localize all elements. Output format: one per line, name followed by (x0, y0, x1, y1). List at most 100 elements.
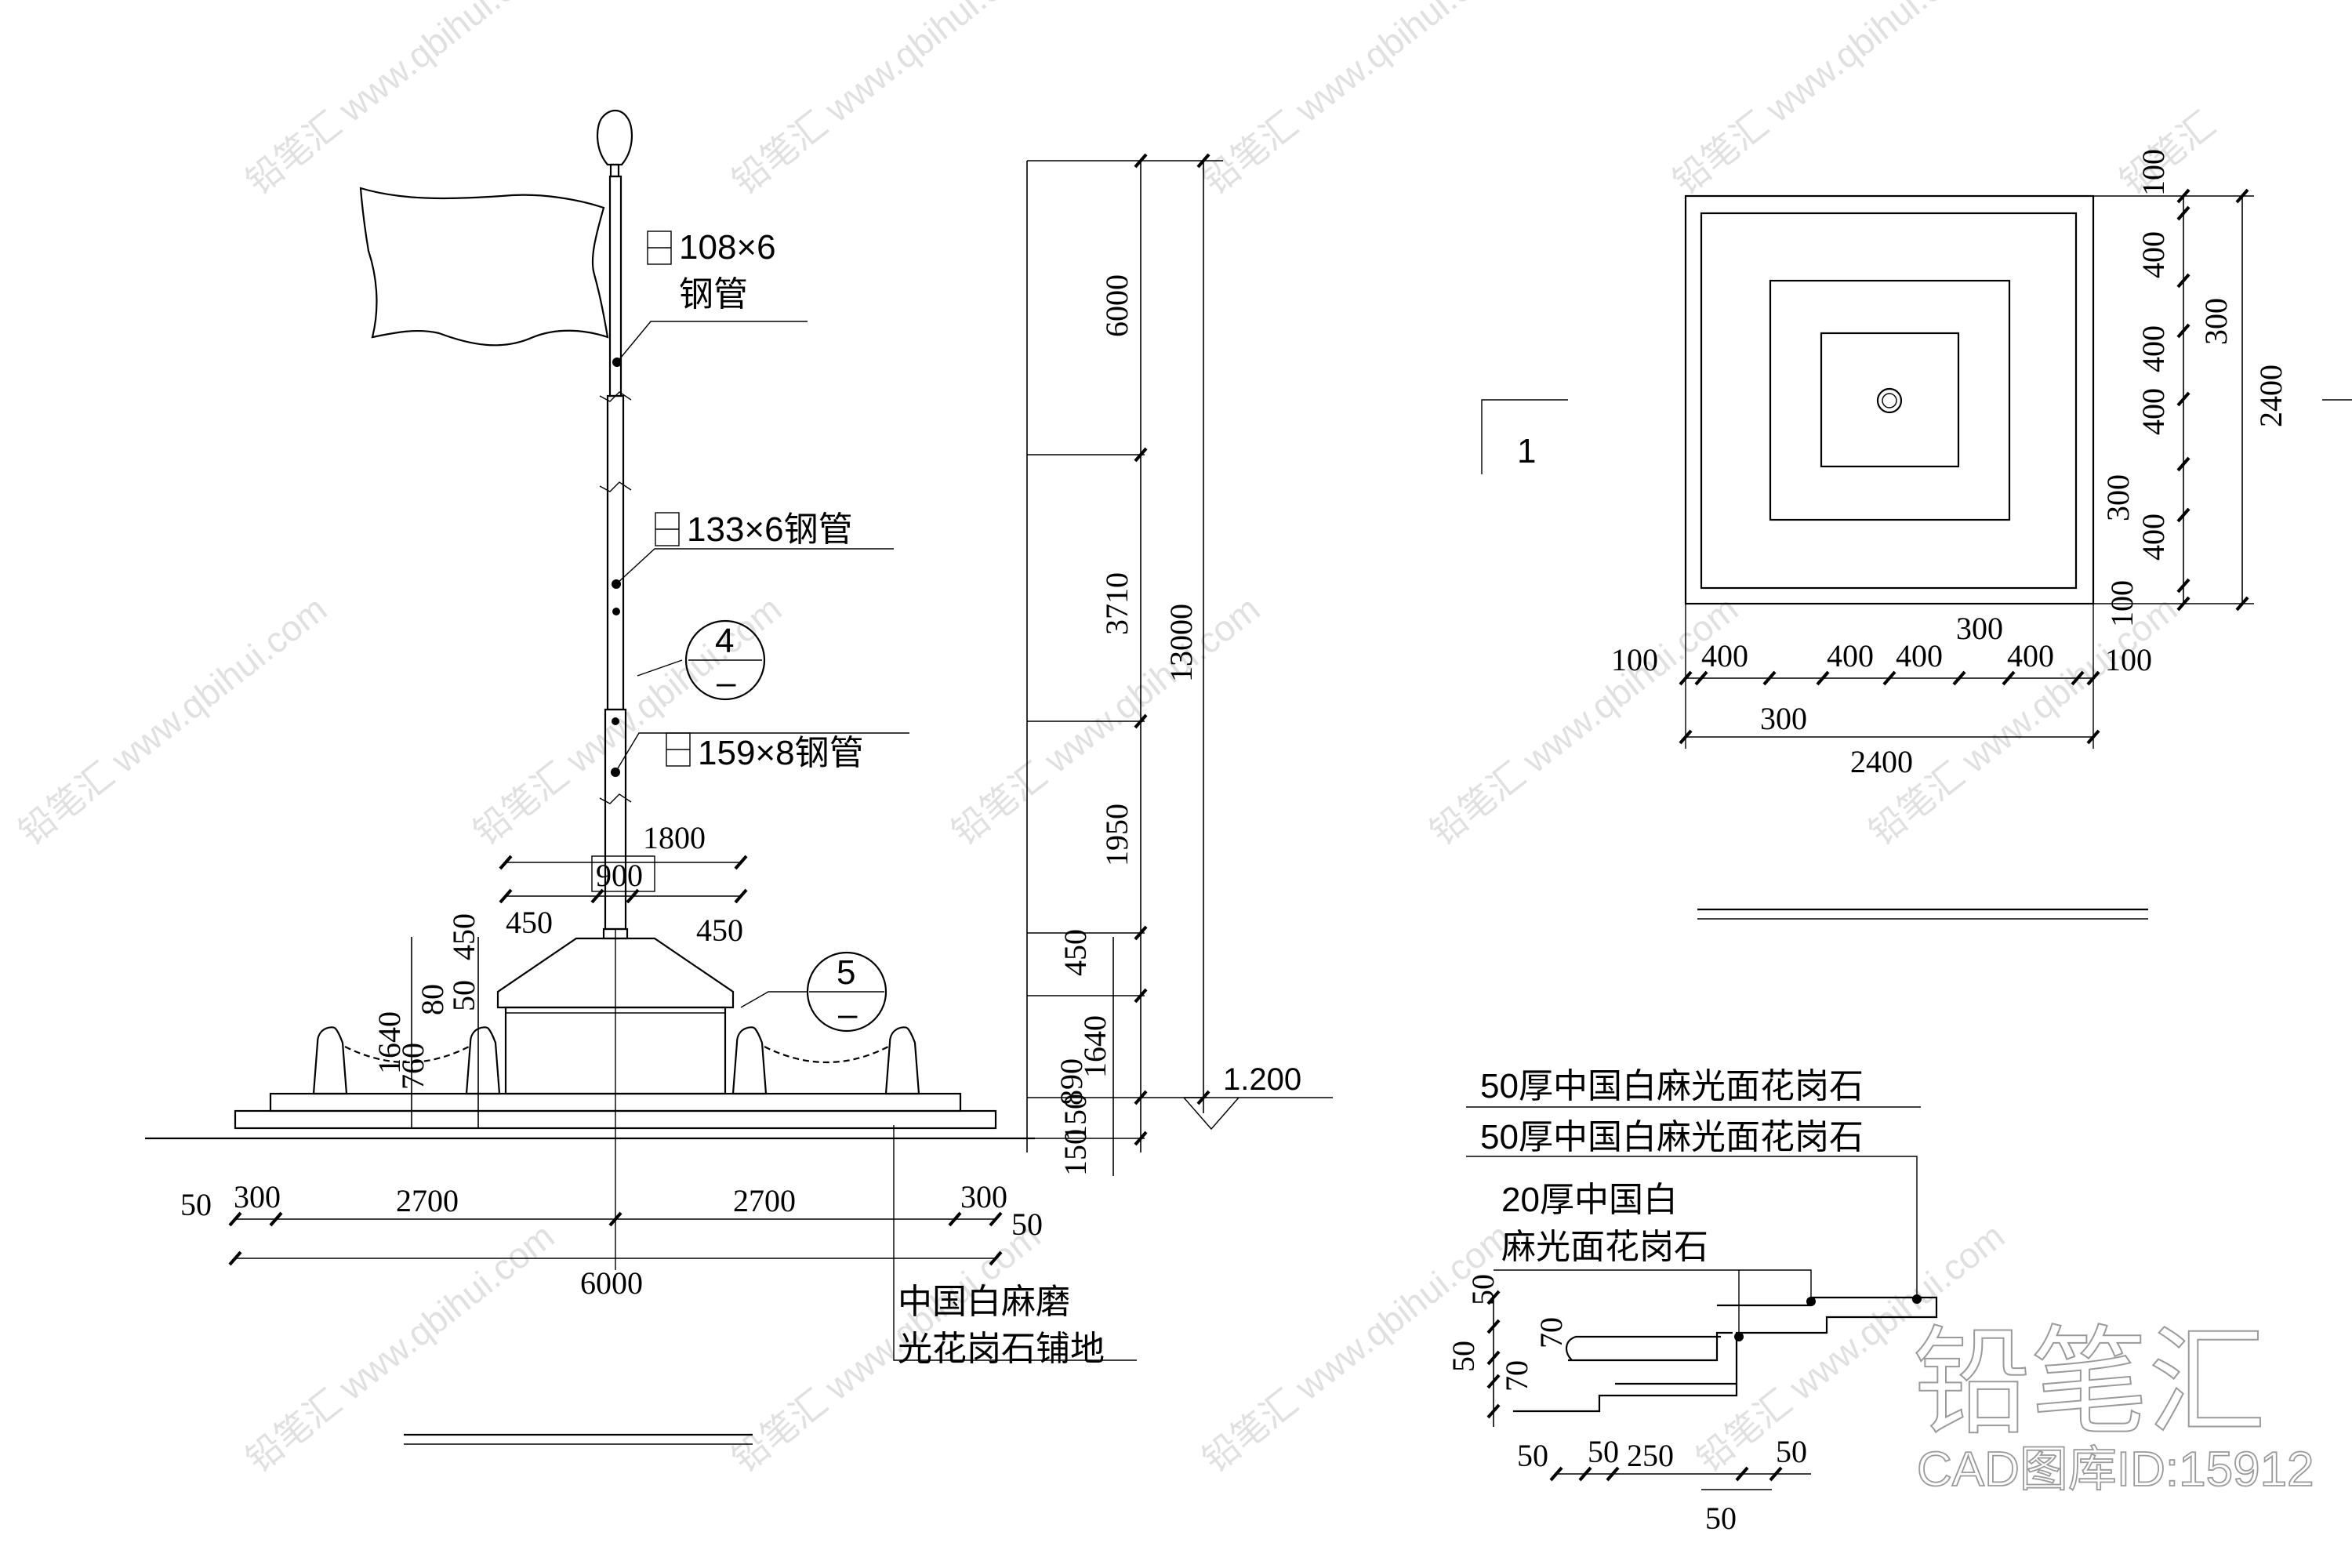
callout-pipe-bottom: 159×8钢管 (698, 734, 864, 772)
plan-bottom-dim-400-a: 400 (1701, 638, 1748, 673)
plan-bottom-dim-100-right: 100 (2105, 642, 2152, 677)
watermark-brand: 铅笔汇 (724, 1381, 835, 1480)
dim-h-50-right: 50 (1011, 1207, 1043, 1242)
dim-vertical-1640: 1640 (1077, 1015, 1112, 1078)
dim-left-760: 760 (395, 1043, 430, 1090)
pole-finial (596, 109, 633, 166)
step-profile-lower (1568, 1331, 1733, 1362)
callout-dot (1806, 1297, 1816, 1306)
dim-left-50: 50 (446, 980, 481, 1011)
brand-logo-text: 铅笔汇 (1913, 1316, 2266, 1448)
step-left-dim-70-a: 70 (1534, 1317, 1569, 1348)
step-callout-3-line2: 麻光面花岗石 (1501, 1228, 1708, 1266)
flag (359, 187, 609, 347)
step-bottom-dim-50-right: 50 (1776, 1434, 1807, 1469)
dim-flange: 900 (596, 858, 643, 893)
dim-left-offset: 450 (506, 905, 553, 940)
watermark-site: www.qbihui.com (1758, 0, 1989, 130)
dim-vertical-1950: 1950 (1099, 804, 1134, 866)
plan-bottom-dim-300-top: 300 (1956, 611, 2003, 646)
detail-marker-5-sheet: – (838, 995, 858, 1033)
step-left-dim-50-bottom: 50 (1446, 1341, 1481, 1372)
step-left-dim-50-top: 50 (1465, 1274, 1501, 1305)
plan-right-total: 2400 (2253, 365, 2288, 427)
watermark-brand: 铅笔汇 (238, 103, 349, 202)
callout-pipe-mid: 133×6钢管 (687, 510, 853, 549)
plan-pole-circle (1876, 387, 1903, 414)
plan-third-square (1769, 279, 2011, 521)
flagpole-elevation: 108×6 钢管 133×6钢管 159×8钢管 4 – 5 – (145, 109, 1333, 1445)
plan-right-dim-400-a: 400 (2136, 231, 2171, 278)
dim-h-2700-left: 2700 (396, 1183, 459, 1218)
detail-marker-4-number: 4 (715, 622, 734, 660)
dim-h-50-left: 50 (180, 1187, 212, 1222)
callout-dot (1734, 1332, 1744, 1341)
step-profile-base (1513, 1384, 1738, 1413)
pole-finial-stem (609, 163, 620, 178)
plan-inner-square (1820, 332, 1960, 468)
detail-marker-5-number: 5 (837, 953, 855, 992)
plan-bottom-dim-400-d: 400 (2007, 638, 2054, 673)
plinth-cap (496, 937, 735, 1009)
dim-h-300-right: 300 (960, 1179, 1007, 1214)
watermark-brand: 铅笔汇 (1195, 103, 1305, 202)
dim-top-width: 1800 (643, 820, 706, 855)
chain-left (344, 1046, 470, 1064)
callout-leader (616, 321, 808, 363)
watermark-brand: 铅笔汇 (1422, 754, 1533, 853)
watermark-site: www.qbihui.com (817, 0, 1048, 130)
callout-dot (1912, 1294, 1922, 1304)
plan-right-dim-400-b: 400 (2136, 325, 2171, 372)
callout-paving-line1: 中国白麻磨 (898, 1283, 1070, 1321)
dim-h-total: 6000 (580, 1265, 643, 1301)
dim-right-offset: 450 (696, 913, 743, 948)
watermark-site: www.qbihui.com (1036, 588, 1268, 781)
plan-right-dim-300-bottom: 300 (2100, 474, 2136, 521)
bollard-left (312, 1026, 348, 1095)
plan-bottom-dim-400-b: 400 (1827, 638, 1874, 673)
dim-left-1640: 1640 (372, 1011, 407, 1074)
plan-right-dim-100-top: 100 (2136, 149, 2171, 196)
plan-bottom-total: 2400 (1850, 744, 1913, 779)
watermark-site: www.qbihui.com (103, 588, 335, 781)
callout-leader (615, 732, 909, 773)
watermark-site: www.qbihui.com (1287, 1215, 1519, 1408)
watermark-site: www.qbihui.com (1515, 588, 1746, 781)
bollard-right-inner (731, 1026, 768, 1095)
dim-h-300-left: 300 (234, 1179, 281, 1214)
step-bottom-dim-50-mid: 50 (1588, 1434, 1619, 1469)
plan-second-square (1700, 212, 2078, 590)
brand-logo: 铅笔汇 CAD图库ID:15912 (1912, 1316, 2314, 1497)
step-bottom-below-50: 50 (1705, 1501, 1737, 1536)
pole-mid-segment (606, 394, 625, 711)
plan-bottom-dim-300-left: 300 (1760, 701, 1807, 736)
watermark-site: www.qbihui.com (1287, 0, 1519, 130)
break-mark (599, 481, 632, 492)
plan-right-dim-100-bottom: 100 (2104, 580, 2140, 627)
plan-outer-square (1684, 194, 2095, 605)
watermark-brand: 铅笔汇 (1665, 103, 1776, 202)
dim-h-2700-right: 2700 (733, 1183, 796, 1218)
plan-right-dim-400-c: 400 (2136, 388, 2171, 435)
dim-vertical-total: 13000 (1163, 604, 1199, 682)
watermark-brand: 铅笔汇 (466, 754, 576, 853)
dim-vertical-below-150: 150 (1058, 1129, 1093, 1176)
detail-marker-5 (806, 951, 887, 1033)
watermark-brand: 铅笔汇 (11, 754, 122, 853)
dim-vertical-450: 450 (1058, 929, 1093, 976)
callout-pipe-top-material: 钢管 (679, 275, 748, 314)
plan-view: 1 100 400 300 400 400 300 400 100 2400 (1481, 149, 2352, 920)
dim-vertical-3710: 3710 (1099, 572, 1134, 635)
plan-right-dim-300-top: 300 (2198, 298, 2234, 345)
watermark-site: www.qbihui.com (331, 0, 562, 130)
watermark-brand: 铅笔汇 (1195, 1381, 1305, 1480)
step-callout-3-line1: 20厚中国白 (1501, 1181, 1678, 1219)
watermark-brand: 铅笔汇 (944, 754, 1054, 853)
watermark-brand: 铅笔汇 (238, 1381, 349, 1480)
break-mark (599, 391, 632, 402)
elevation-mark-value: 1.200 (1223, 1062, 1301, 1097)
cad-id-text: CAD图库ID:15912 (1917, 1443, 2314, 1497)
dim-left-80: 80 (415, 984, 450, 1015)
dim-right-150: 150 (1058, 1094, 1093, 1141)
